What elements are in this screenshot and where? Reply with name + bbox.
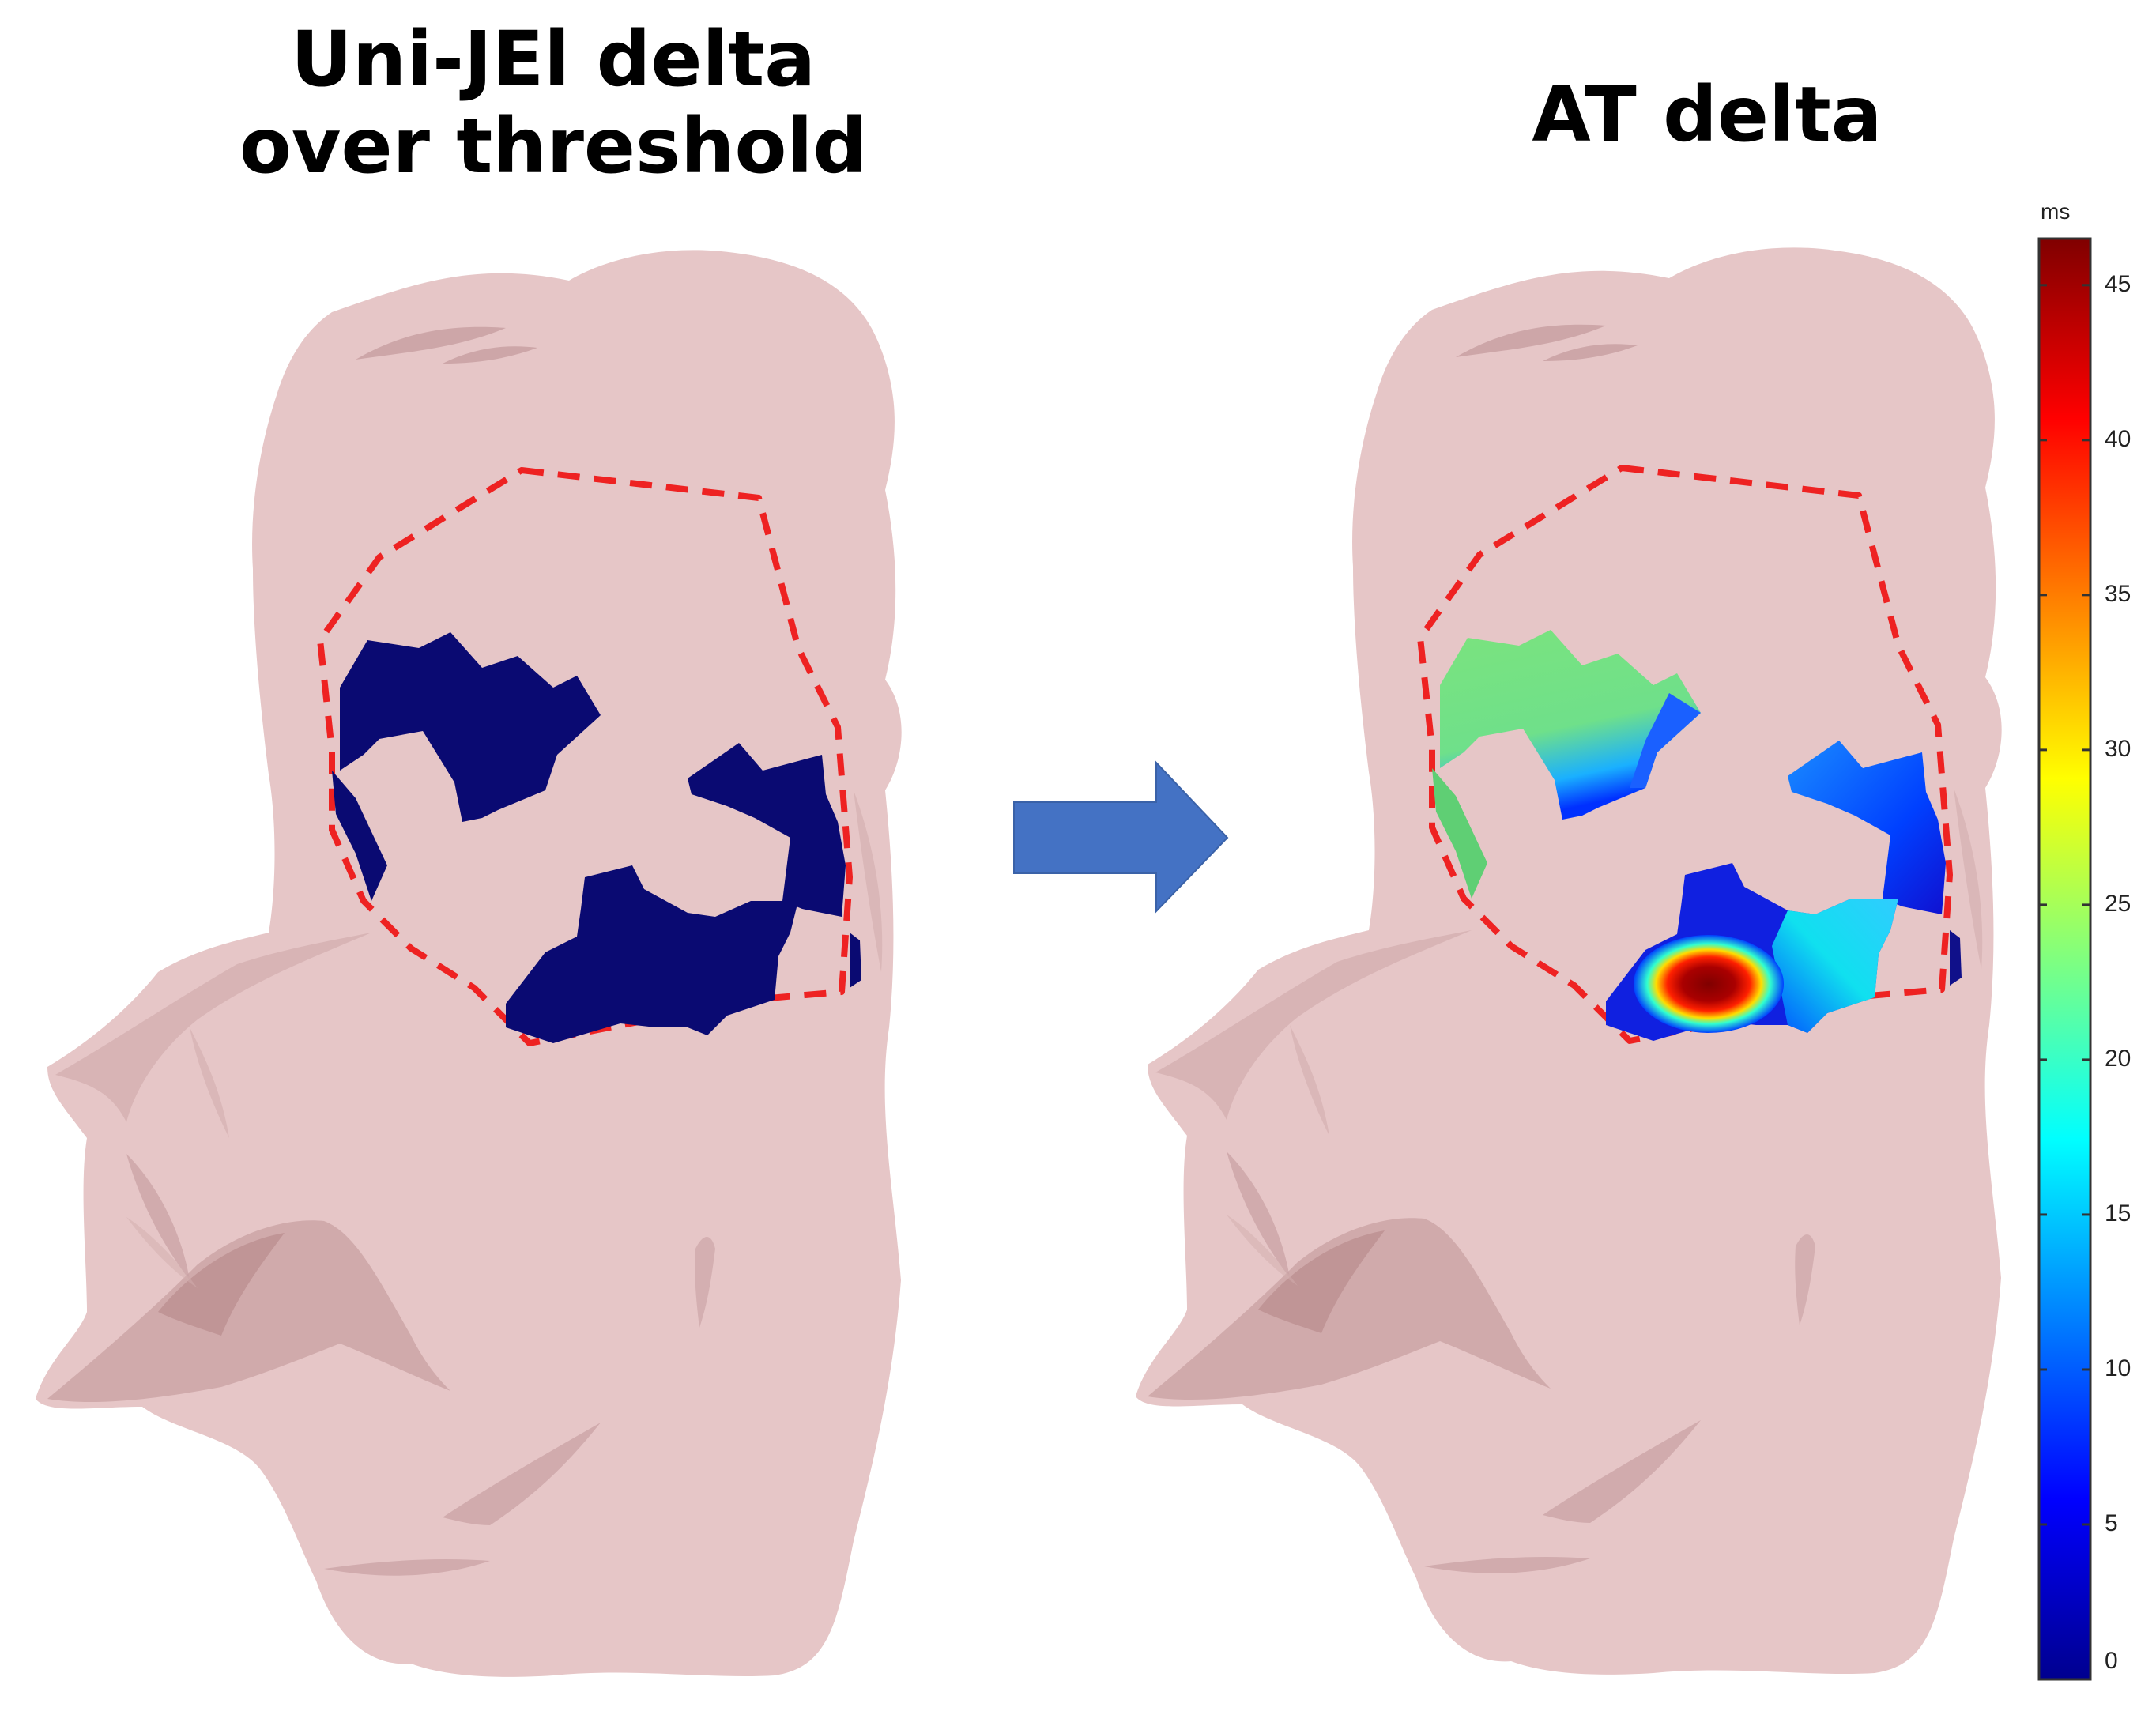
- at-patch-cyan: [1772, 899, 1898, 1033]
- colorbar-tick-label: 30: [2105, 735, 2132, 762]
- colorbar-tick-label: 40: [2105, 425, 2132, 452]
- at-hotspot: [1634, 935, 1784, 1033]
- colorbar-tick-label: 5: [2105, 1509, 2118, 1536]
- colorbar-gradient: [2037, 237, 2092, 1681]
- colorbar-tick-label: 35: [2105, 580, 2132, 607]
- right-panel-title: AT delta: [1407, 71, 2007, 158]
- scar-patch: [506, 865, 798, 1043]
- at-patch-blue-tip: [1630, 693, 1701, 788]
- right-atrium-map: [1136, 247, 2002, 1675]
- at-patch-small: [1950, 930, 1962, 986]
- colorbar-unit-label: ms: [2041, 199, 2071, 224]
- colorbar: [2037, 237, 2092, 1681]
- uni-jei-over-threshold-regions: [332, 632, 861, 1043]
- right-arrow-icon: [1013, 760, 1229, 914]
- colorbar-tick-label: 25: [2105, 890, 2132, 917]
- left-title-line-2: over threshold: [239, 102, 868, 190]
- colorbar-tick-label: 0: [2105, 1648, 2118, 1674]
- left-atrium-map: [36, 250, 902, 1677]
- left-title-line-1: Uni-JEl delta: [290, 15, 816, 104]
- scar-patch: [340, 632, 601, 822]
- colorbar-tick-label: 10: [2105, 1355, 2132, 1381]
- colorbar-tick-label: 15: [2105, 1200, 2132, 1227]
- at-patch-blue: [1788, 741, 1946, 914]
- right-title-line-1: AT delta: [1532, 70, 1883, 159]
- scar-patch: [332, 771, 387, 901]
- at-patch-green-lower: [1432, 768, 1487, 899]
- colorbar-tick-label: 20: [2105, 1045, 2132, 1072]
- scar-patch: [688, 743, 846, 917]
- colorbar-tick-label: 45: [2105, 270, 2132, 297]
- left-panel-title: Uni-JEl delta over threshold: [198, 16, 909, 190]
- scar-patch: [850, 933, 861, 988]
- at-delta-colored-regions: [1432, 630, 1962, 1041]
